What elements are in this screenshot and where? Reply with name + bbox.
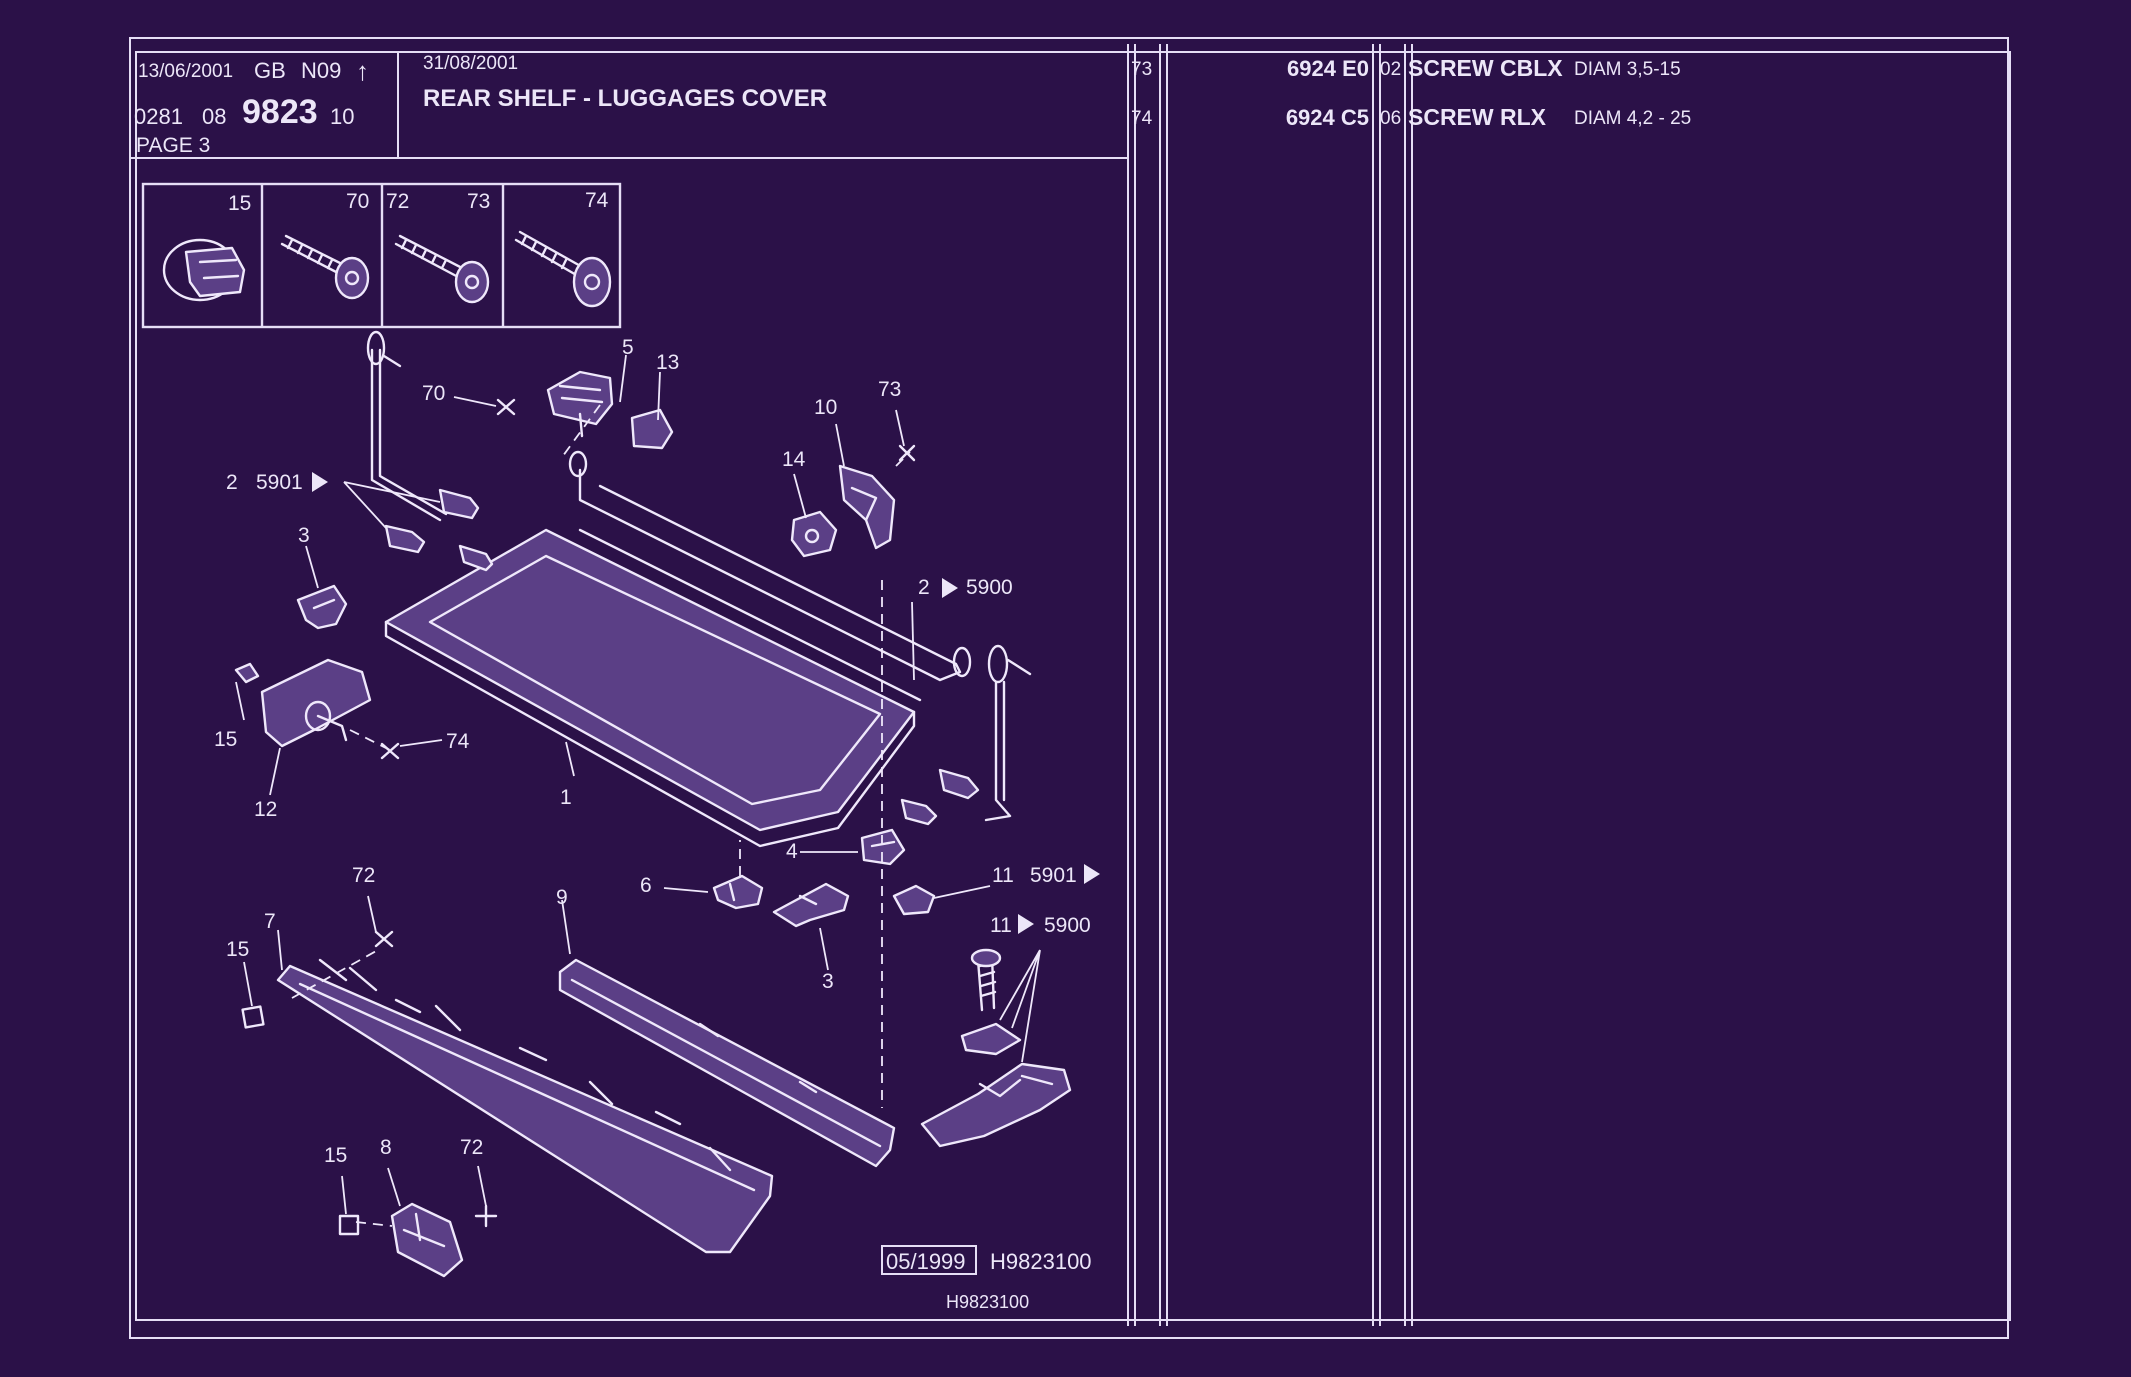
support-12[interactable] [234,658,372,748]
callout: 12 [254,798,277,821]
part-spec: DIAM 4,2 - 25 [1574,108,1691,129]
thumb-label-73: 73 [467,190,490,213]
clip-8[interactable] [338,1202,464,1278]
part-name: SCREW RLX [1408,104,1547,130]
header-ref-prefix: 0281 [134,104,183,129]
parts-table: 73 6924 E0 02 SCREW CBLX DIAM 3,5-15 74 … [1131,55,1691,130]
callout: 5901 [256,471,303,494]
part-name: SCREW CBLX [1408,55,1563,81]
callout: 15 [226,938,249,961]
exploded-assembly-drawing [234,330,1100,1278]
header-ref-suffix: 10 [330,104,354,129]
side-trim-7[interactable] [276,958,774,1254]
bracket-5[interactable] [546,370,614,438]
bush-14[interactable] [790,510,838,558]
part-qty: 02 [1380,59,1401,80]
part-item: 74 [1131,108,1153,129]
table-row[interactable]: 74 6924 C5 06 SCREW RLX DIAM 4,2 - 25 [1131,104,1691,130]
hinge-rod-left[interactable] [366,330,448,522]
side-trim-9[interactable] [558,958,896,1168]
footer-bottom-ref: H9823100 [946,1292,1029,1312]
clip-nut-icon [162,238,246,302]
callout: 15 [324,1144,347,1167]
screw-marker [374,398,916,1228]
fastener-thumbnails: 15 70 72 73 74 [141,182,622,329]
footer-drawing-ref: H9823100 [990,1249,1092,1274]
callout: 13 [656,351,679,374]
callout: 72 [352,864,375,887]
thumb-label-70: 70 [346,190,369,213]
callout: 72 [460,1136,483,1159]
part-item: 73 [1131,59,1152,80]
header-block: 13/06/2001 GB N09 ↑ 0281 08 9823 10 PAGE… [134,53,827,157]
callout: 7 [264,910,276,933]
callout: 2 [918,576,930,599]
sheet-frame [129,37,2011,1339]
callout-labels: 5 13 70 10 73 2 5901 14 3 2 5900 15 74 1… [214,336,1091,1167]
bracket-10[interactable] [838,464,896,550]
callout: 5 [622,336,634,359]
header-page: PAGE 3 [136,134,210,157]
callout: 8 [380,1136,392,1159]
header-date: 13/06/2001 [138,61,233,82]
clip-3-top[interactable] [296,584,348,630]
lock-base-11[interactable] [920,1062,1072,1148]
screw-icon [280,234,370,300]
callout: 5900 [966,576,1013,599]
header-ref-main: 9823 [242,93,318,131]
header-issue-date: 31/08/2001 [423,53,518,74]
pivot-pin[interactable] [900,768,980,826]
arrow-icon [312,472,1100,934]
callout: 11 [992,864,1014,887]
header-code: N09 [301,58,341,83]
footer-box-date: 05/1999 [886,1249,966,1274]
clip-13[interactable] [630,408,674,450]
callout: 5900 [1044,914,1091,937]
page-title: REAR SHELF - LUGGAGES COVER [423,85,827,112]
table-row[interactable]: 73 6924 E0 02 SCREW CBLX DIAM 3,5-15 [1131,55,1681,81]
callout: 4 [786,840,798,863]
hinge-rod-right[interactable] [568,450,962,702]
callout: 10 [814,396,837,419]
callout: 3 [298,524,310,547]
part-qty: 06 [1380,108,1401,129]
callout: 5901 [1030,864,1077,887]
screw-icon [394,234,490,304]
clip-3-bottom[interactable] [772,882,850,928]
callout: 3 [822,970,834,993]
lock-pin-11[interactable] [960,948,1022,1056]
hinge-rod-vertical[interactable] [952,644,1032,822]
pivot-pin[interactable] [384,488,494,572]
callout: 11 [990,914,1012,937]
callout: 73 [878,378,901,401]
rear-shelf-panel[interactable] [384,528,916,848]
callout: 2 [226,471,238,494]
header-lang: GB [254,58,286,83]
header-ref-mid: 08 [202,104,226,129]
screw-icon [514,230,612,308]
part-number: 6924 C5 [1286,105,1369,130]
callout: 70 [422,382,445,405]
thumb-label-74: 74 [585,189,609,212]
callout: 1 [560,786,572,809]
part-number: 6924 E0 [1287,56,1369,81]
clip-6[interactable] [712,874,764,910]
clip-15[interactable] [241,1005,265,1029]
callout: 15 [214,728,237,751]
callout: 74 [446,730,470,753]
header-arrow: ↑ [356,56,369,86]
callout: 14 [782,448,806,471]
thumb-label-15: 15 [228,192,251,215]
clip-4[interactable] [860,828,906,866]
leader-lines [235,354,1041,1215]
part-spec: DIAM 3,5-15 [1574,59,1681,80]
thumb-label-72: 72 [386,190,409,213]
cap-11[interactable] [892,884,936,916]
callout: 6 [640,874,652,897]
drawing-reference: 05/1999 H9823100 H9823100 [881,1245,1092,1312]
callout: 9 [556,886,568,909]
